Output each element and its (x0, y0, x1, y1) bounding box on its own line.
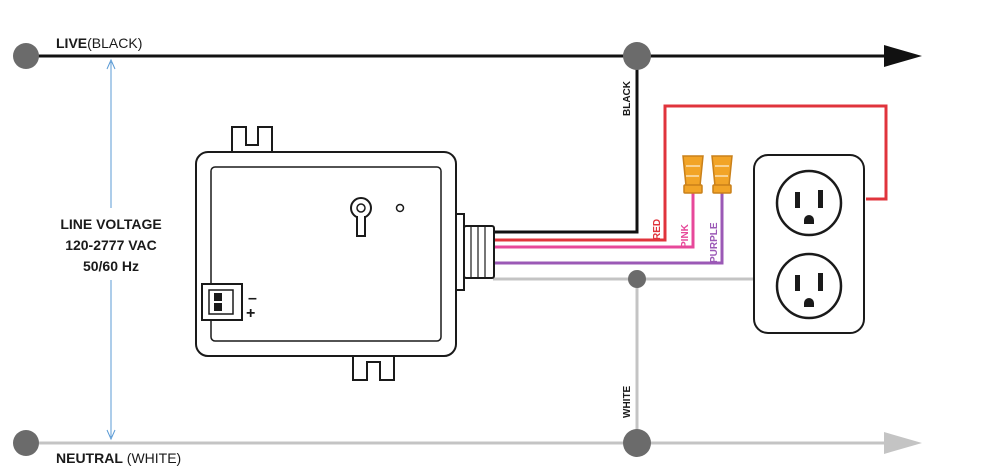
pink-wire (493, 190, 695, 249)
outlet-bottom (775, 252, 843, 320)
black-wire-label: BLACK (622, 80, 633, 116)
svg-text:120-2777 VAC: 120-2777 VAC (65, 237, 157, 253)
wire-nut-purple (711, 155, 733, 194)
neutral-node-tap (623, 429, 651, 457)
neutral-label: NEUTRAL (WHITE) (56, 450, 181, 466)
line-voltage-label: LINE VOLTAGE 120-2777 VAC 50/60 Hz (48, 208, 174, 280)
outlet-top (775, 169, 843, 237)
duplex-receptacle (753, 154, 865, 334)
power-pack-device (195, 126, 495, 381)
white-junction-node (628, 270, 646, 288)
red-wire-label: RED (652, 219, 663, 240)
white-wire-label: WHITE (622, 385, 633, 418)
red-wire (493, 104, 888, 242)
pink-wire-label: PINK (680, 223, 691, 248)
neutral-node-left (13, 430, 39, 456)
live-label: LIVE(BLACK) (56, 35, 142, 51)
svg-text:50/60 Hz: 50/60 Hz (83, 258, 139, 274)
purple-wire-label: PURPLE (709, 222, 720, 263)
neutral-arrow-head (884, 432, 922, 454)
live-arrow-head (884, 45, 922, 67)
live-node-left (13, 43, 39, 69)
svg-text:LINE VOLTAGE: LINE VOLTAGE (60, 216, 161, 232)
terminal-plus-label: + (246, 305, 255, 322)
terminal-minus-label: – (248, 290, 257, 307)
wire-nut-pink (682, 155, 704, 194)
live-node-tap (623, 42, 651, 70)
purple-wire (493, 190, 724, 265)
black-wire (493, 56, 639, 234)
